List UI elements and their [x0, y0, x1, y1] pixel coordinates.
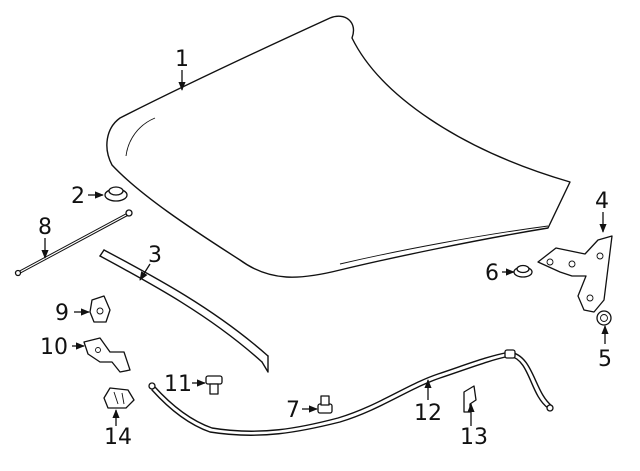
weatherstrip-seal[interactable] — [99, 249, 269, 373]
callout-4: 4 — [595, 189, 609, 214]
leader-lines — [41, 70, 609, 426]
bolt-11[interactable] — [205, 375, 223, 395]
bracket-9[interactable] — [89, 295, 111, 323]
callout-7: 7 — [286, 398, 300, 423]
callout-5: 5 — [598, 347, 612, 372]
bolt-7[interactable] — [317, 395, 333, 414]
callout-10: 10 — [40, 335, 68, 360]
bumper-stop[interactable] — [596, 310, 612, 326]
cable-clip[interactable] — [463, 385, 477, 413]
callout-13: 13 — [460, 425, 488, 450]
hood-panel[interactable] — [106, 15, 571, 278]
bracket-10[interactable] — [83, 337, 131, 373]
callout-labels: 1 2 3 4 5 6 7 8 9 10 11 12 13 14 — [38, 47, 612, 450]
callout-8: 8 — [38, 215, 52, 240]
hinge-grommet[interactable] — [513, 264, 533, 278]
callout-9: 9 — [55, 301, 69, 326]
callout-1: 1 — [175, 47, 189, 72]
callout-6: 6 — [485, 261, 499, 286]
callout-11: 11 — [164, 372, 192, 397]
support-rod[interactable] — [14, 209, 133, 277]
callout-14: 14 — [104, 425, 132, 450]
callout-12: 12 — [414, 401, 442, 426]
grommet[interactable] — [104, 186, 128, 202]
release-cable[interactable] — [148, 349, 554, 436]
callout-2: 2 — [71, 184, 85, 209]
callout-3: 3 — [148, 243, 162, 268]
hinge[interactable] — [537, 235, 613, 313]
latch[interactable] — [103, 387, 135, 409]
